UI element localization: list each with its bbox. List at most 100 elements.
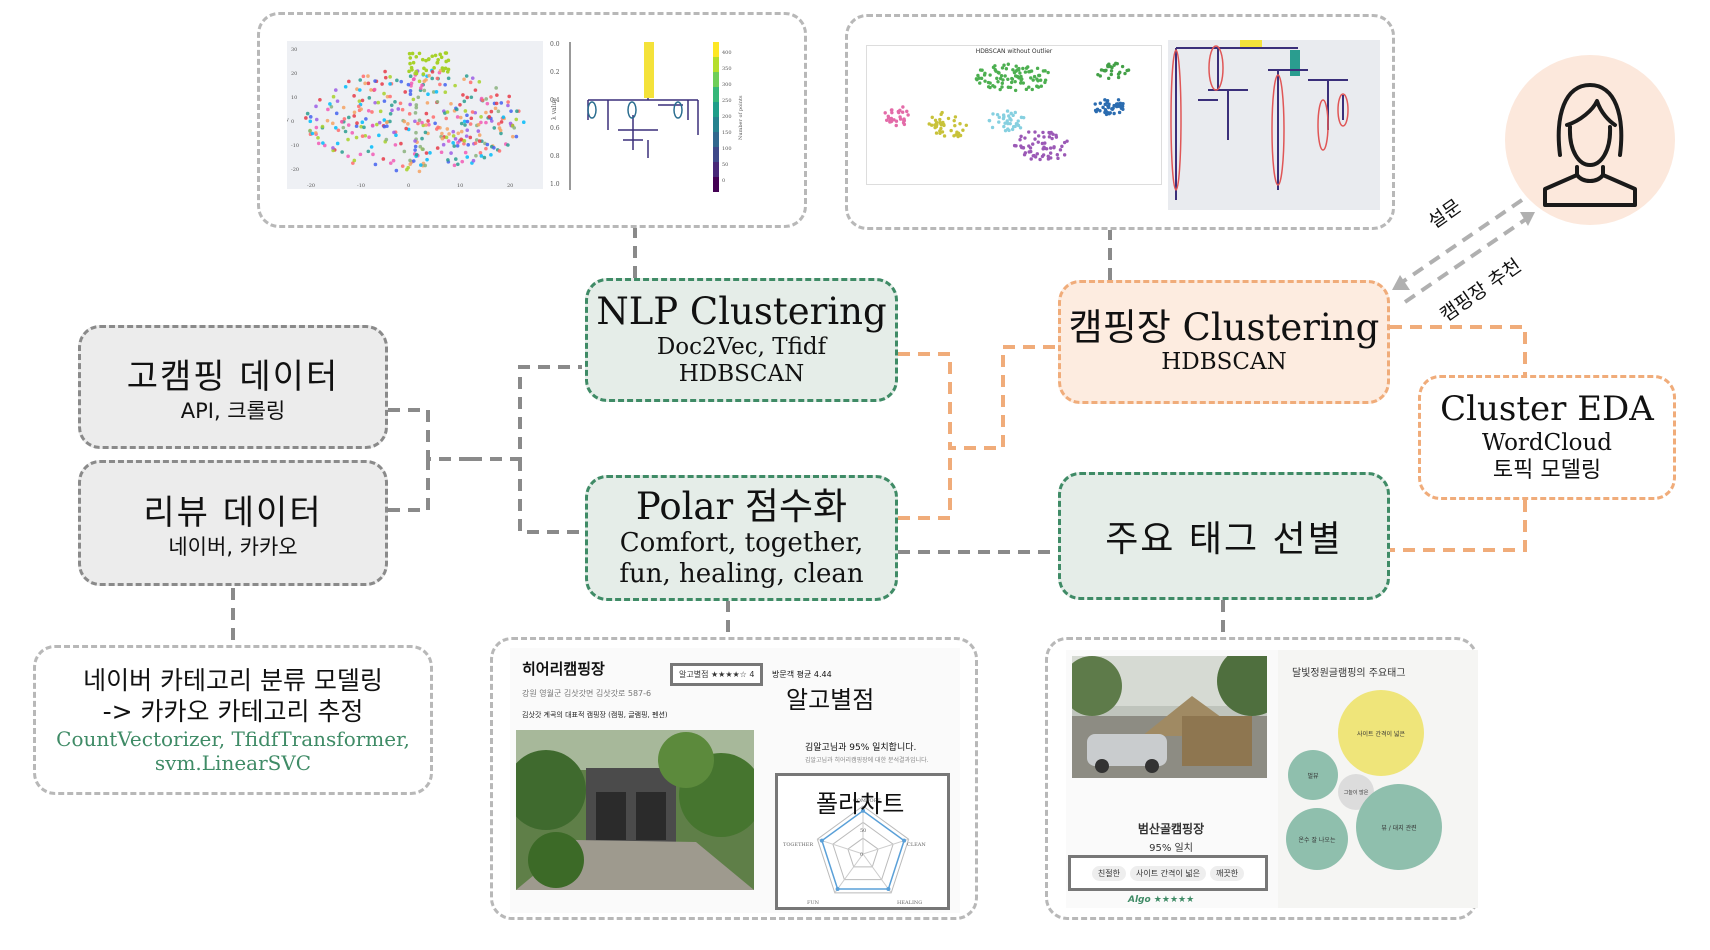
scatter-point [326,107,330,112]
bubble-label: 뷰 / 대지 관련 [1381,824,1417,832]
tag-chip[interactable]: 깨끗한 [1209,865,1245,881]
scatter-point [1036,85,1041,89]
scatter-point [322,143,327,148]
scatter-point [1048,151,1053,155]
gocamping-data-box: 고캠핑 데이터 API, 크롤링 [78,325,388,449]
review-data-box: 리뷰 데이터 네이버, 카카오 [78,460,388,586]
scatter-point [934,131,939,135]
scatter-point [418,86,423,90]
scatter-point [1027,70,1031,74]
scatter-point [998,76,1003,81]
scatter-point [961,128,965,132]
scatter-point [510,134,515,139]
tag-chip[interactable]: 친절한 [1091,865,1127,881]
algo-logo: Algo ★★★★★ [1128,895,1195,905]
scatter-point [1000,66,1005,70]
x-tick-label: 10 [457,183,463,189]
scatter-point [1019,74,1023,79]
bubble-label: 사이트 간격이 넓은 [1357,730,1405,738]
scatter-point [983,71,987,76]
scatter-point [1119,104,1123,109]
scatter-point [427,122,431,127]
colorbar-segment [713,177,719,192]
scatter-point [346,115,351,120]
scatter-point [398,101,403,106]
colorbar-tick-label: 400 [722,50,732,56]
scatter-point [998,87,1002,92]
scatter-point [1002,63,1006,67]
scatter-point [1014,64,1018,68]
scatter-point [1017,66,1021,71]
camp-name-left: 히어리캠핑장 [522,660,605,678]
scatter-point [363,133,368,138]
connector-gocamping [388,408,470,461]
scatter-point [443,66,448,71]
scatter-point [889,116,894,121]
algo-star-badge: 알고별점 ★★★★☆ 4 [670,663,764,686]
hdbscan-scatter-plot: HDBSCAN without Outlier [866,45,1162,185]
scatter-point [446,158,450,162]
x-tick-label: -20 [307,183,315,189]
scatter-point [435,76,440,81]
scatter-point [1121,101,1125,106]
colorbar-segment [713,87,719,102]
scatter-point [369,145,374,149]
dendro-bar [644,42,654,98]
scatter-point [900,110,905,114]
scatter-point [478,151,483,155]
colorbar-segment [713,57,719,72]
scatter-point [329,104,334,109]
radar-axis-label: COMFORT [853,798,881,804]
radar-chart-label: 폴라차트 [816,790,905,818]
scatter-point [444,135,449,140]
scatter-point [1107,112,1111,116]
radar-axis-label: HEALING [897,900,922,906]
scatter-point [1112,103,1116,108]
scatter-point [388,112,393,116]
scatter-point [373,100,377,105]
scatter-point [1052,145,1056,149]
y-tick-label: 0 [291,119,294,125]
scatter-point [1035,66,1040,71]
scatter-point [996,80,1000,84]
scatter-point [400,164,405,168]
scatter-point [360,120,365,125]
scatter-point [403,90,408,94]
scatter-point [441,142,446,147]
scatter-point [1032,74,1037,79]
scatter-point [420,83,424,88]
scatter-point [330,121,335,126]
scatter-point [422,66,426,71]
scatter-point [417,118,422,123]
scatter-point [521,120,526,125]
scatter-point [371,152,375,157]
scatter-point [366,109,371,113]
scatter-point [484,110,488,115]
scatter-point [1010,76,1014,81]
scatter-point [1001,113,1006,117]
scatter-point [352,158,357,163]
gocamping-sub: API, 크롤링 [180,399,286,424]
scatter-point [940,110,944,115]
scatter-point [414,103,419,107]
scatter-point [420,57,425,62]
scatter-point [902,118,906,123]
category-model-line1: 네이버 카테고리 분류 모델링 [83,665,383,695]
scatter-point [470,110,475,114]
scatter-point [388,75,392,79]
scatter-point [367,96,372,100]
scatter-point [496,109,501,114]
scatter-point [498,128,503,133]
scatter-point [953,115,958,119]
scatter-point [465,113,469,118]
scatter-point [1018,71,1022,75]
scatter-point [1041,130,1045,135]
scatter-point [484,120,488,125]
radar-grid [816,805,910,894]
scatter-point [412,77,416,81]
bubble-view-land: 뷰 / 대지 관련 [1356,784,1442,870]
scatter-point [1000,85,1004,89]
scatter-point [1013,110,1018,115]
scatter-point [414,130,418,135]
tag-chip[interactable]: 사이트 간격이 넓은 [1130,865,1206,881]
